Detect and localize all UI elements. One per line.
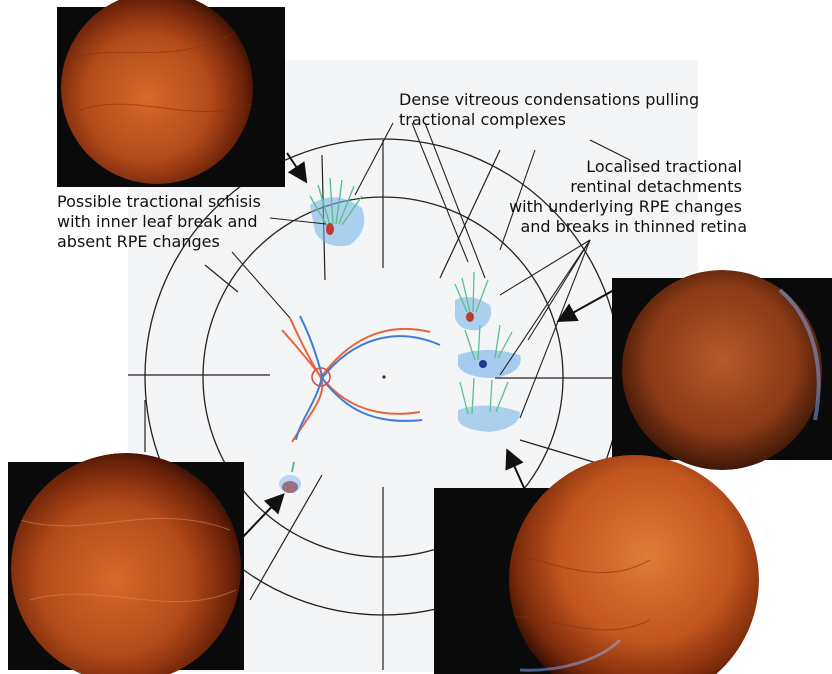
fundus-photo-right [612, 270, 832, 470]
fundus-photo-top-left [57, 0, 285, 187]
fundus-photo-bottom-left [8, 453, 244, 674]
